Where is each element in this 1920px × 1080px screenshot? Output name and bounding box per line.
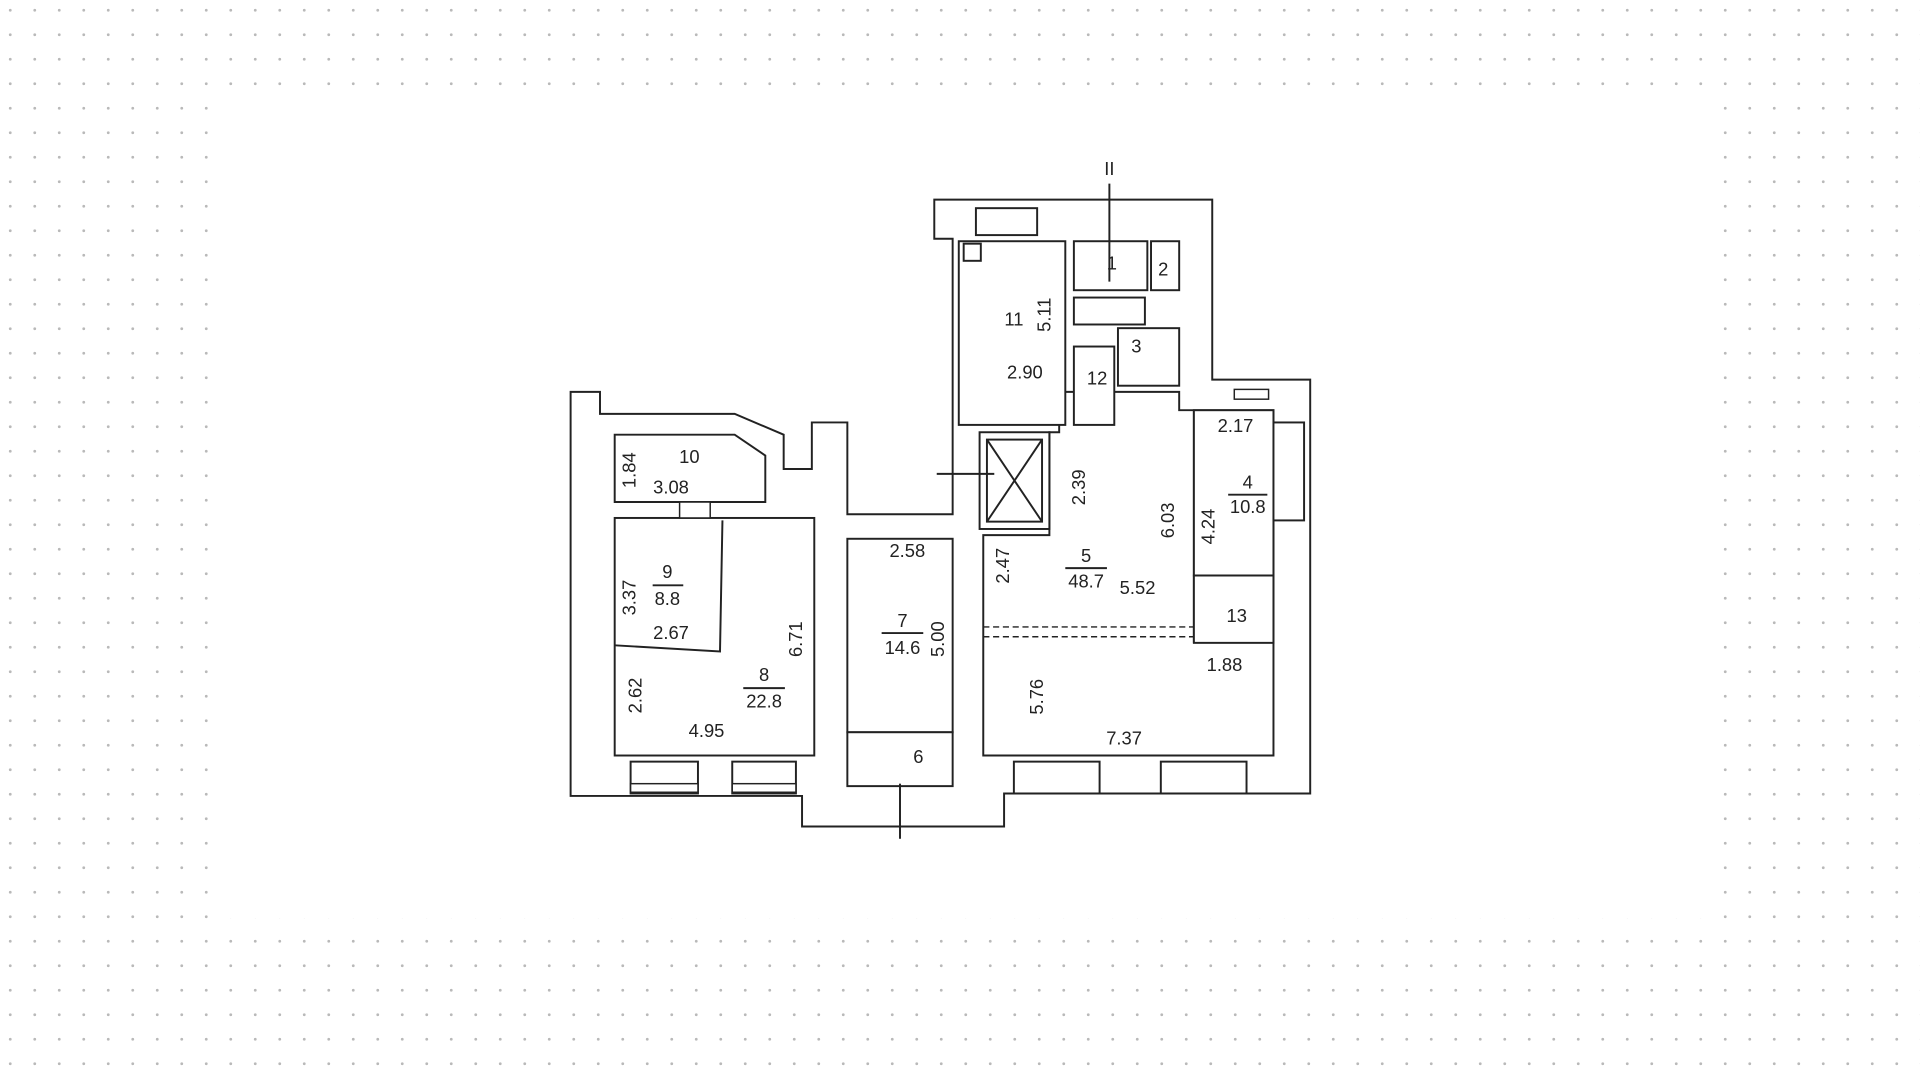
room-1 [1072,240,1149,292]
room-area: 10.8 [1230,496,1266,517]
room-number: 7 [897,610,907,631]
room-number: 10 [679,446,699,467]
dimension-label: 4.95 [689,720,725,741]
room-labels: 1 2 3 4 10.8 5 48.7 6 7 14.6 8 22.8 9 8.… [652,252,1268,767]
room-number: 3 [1131,336,1141,357]
dimension-label: 1.84 [618,452,639,488]
room-area: 8.8 [655,588,681,609]
section-mark: II [1104,158,1114,179]
dimension-label: 5.76 [1026,679,1047,715]
dimension-label: 3.37 [618,580,639,616]
room-number: 6 [913,746,923,767]
dimension-label: 6.03 [1157,503,1178,539]
room-area: 48.7 [1068,571,1104,592]
dimension-label: 2.62 [625,678,646,714]
room-12 [1072,345,1116,426]
room-8 [613,516,816,757]
room-area: 14.6 [885,637,921,658]
room-number: 1 [1107,252,1117,273]
dimension-label: 5.52 [1120,577,1156,598]
room-number: 5 [1081,545,1091,566]
walls [569,198,1312,828]
room-area: 22.8 [746,691,782,712]
dimension-label: 1.88 [1207,654,1243,675]
dimension-label: 4.24 [1198,509,1219,545]
room-13 [1192,574,1275,644]
room-10 [613,433,767,504]
dimension-label: 2.47 [992,548,1013,584]
dimension-label: 3.08 [653,476,689,497]
room-number: 9 [662,561,672,582]
room-number: 12 [1087,367,1107,388]
room-2 [1150,240,1181,292]
windows [629,183,1306,839]
room-number: 11 [1004,309,1023,330]
room-number: 2 [1158,258,1168,279]
dimension-label: 2.67 [653,622,689,643]
dimension-label: 2.17 [1218,415,1254,436]
dimension-label: 7.37 [1106,727,1142,748]
room-3 [1116,327,1181,387]
dimension-labels: 5.11 2.90 1.84 3.08 3.37 2.67 2.62 4.95 … [618,298,1253,749]
room-number: 13 [1227,605,1247,626]
room-11 [957,240,1067,426]
room-6 [846,731,954,788]
dimension-label: 5.11 [1034,298,1055,332]
dimension-label: 6.71 [785,621,806,657]
dimension-label: 2.39 [1068,469,1089,505]
elevator-shaft [978,431,1051,530]
room-number: 8 [759,664,769,685]
room-9-partition [614,520,724,653]
dimension-label: 2.58 [889,540,925,561]
corridor [1072,296,1146,326]
dimension-label: 5.00 [927,621,948,657]
room-7 [846,537,954,734]
room-number: 4 [1243,472,1253,493]
dimension-label: 2.90 [1007,361,1043,382]
